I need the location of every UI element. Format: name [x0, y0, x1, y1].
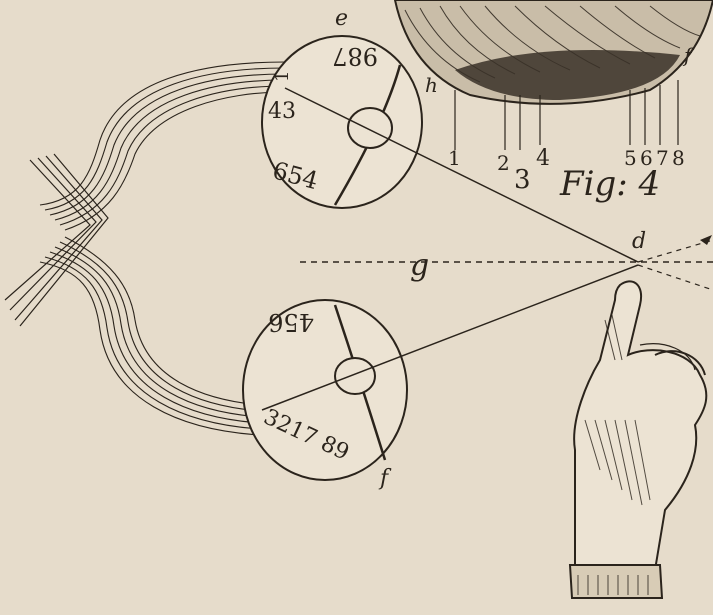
fiber-number-3: 3	[514, 165, 531, 195]
upper-eye-number-1: 1	[272, 71, 293, 82]
center-letter-d: d	[632, 229, 646, 254]
center-letter-g: g	[410, 248, 429, 283]
fiber-number-4: 4	[536, 146, 550, 171]
upper-eye-numbers-left: 43	[268, 99, 296, 124]
lower-eye-numbers-top: 456	[268, 308, 314, 336]
fiber-number-8: 8	[672, 146, 685, 170]
figure-caption: Fig: 4	[559, 164, 660, 204]
fiber-number-2: 2	[497, 151, 510, 175]
fiber-number-1: 1	[448, 146, 461, 170]
upper-eye-letter-e: e	[335, 6, 348, 31]
upper-eye-letter-h: h	[425, 73, 438, 97]
upper-eye-numbers-top: 987	[332, 42, 378, 70]
